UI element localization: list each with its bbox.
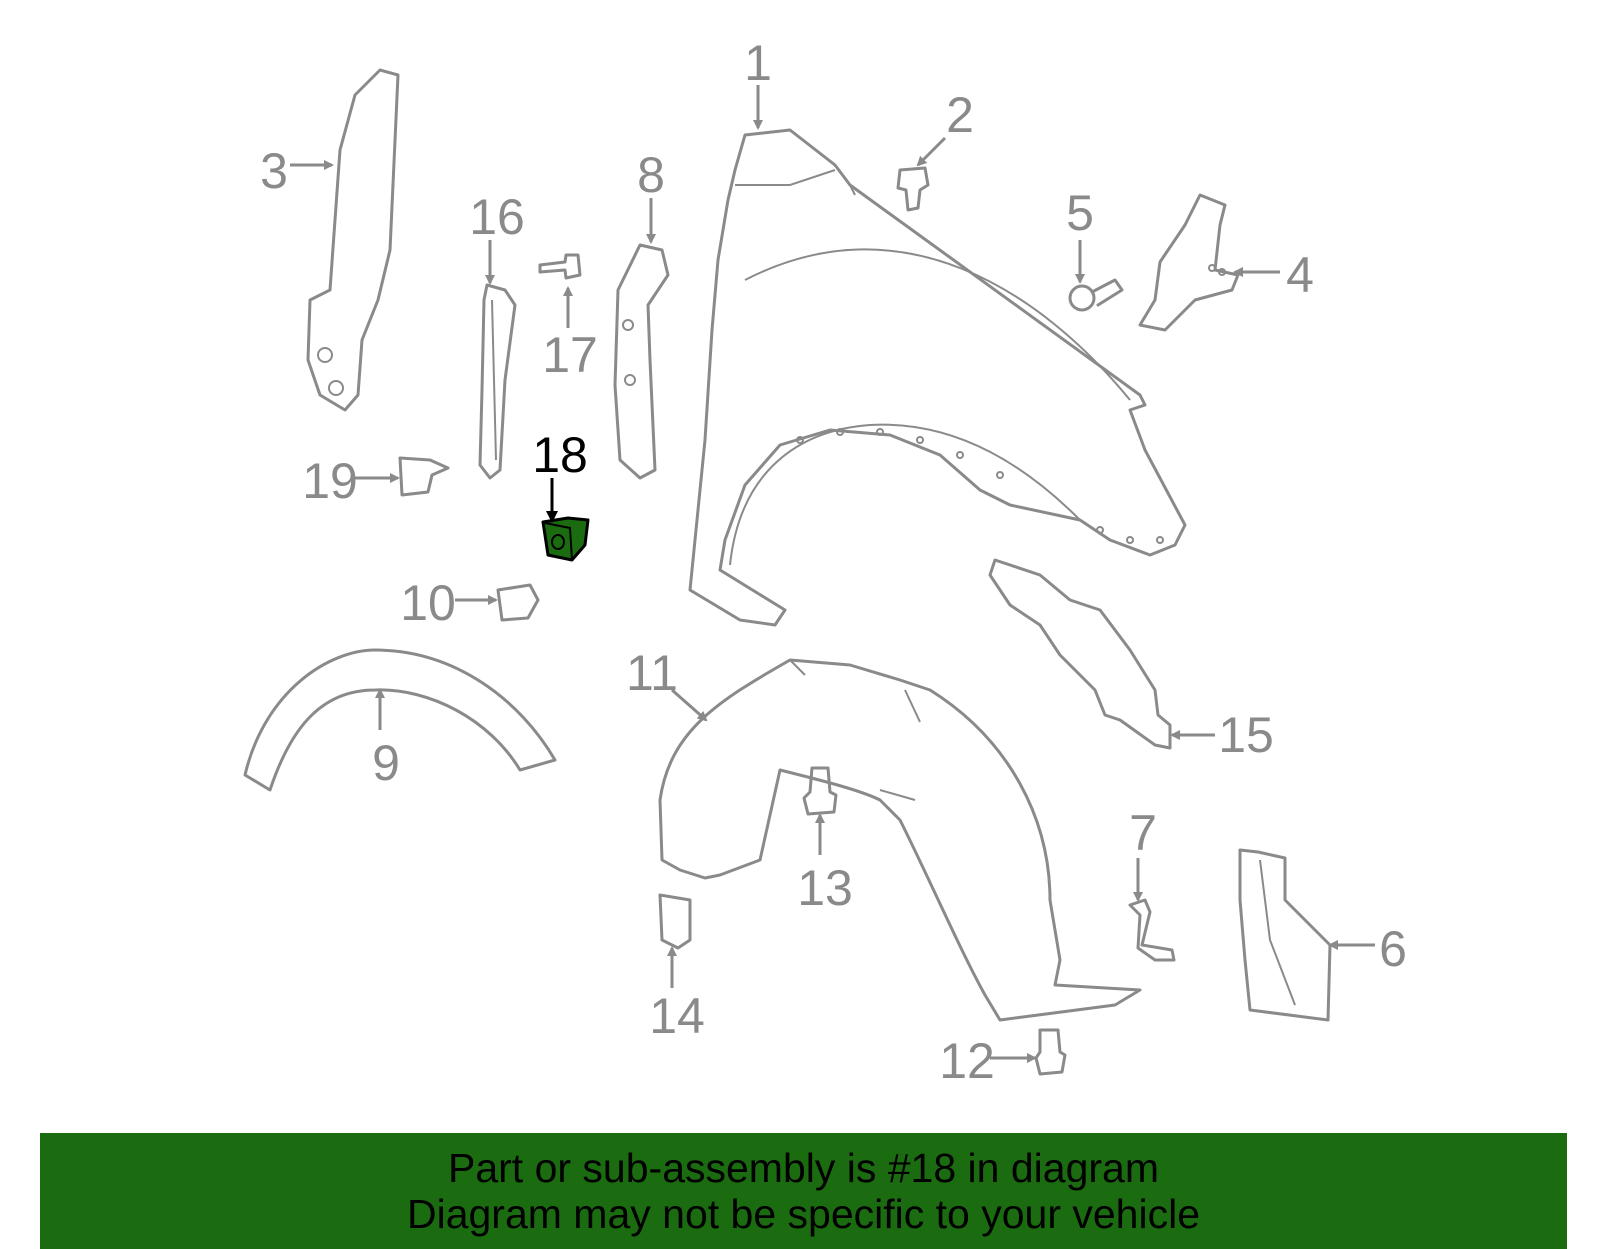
part-10-clip <box>496 583 540 622</box>
part-14-clipnut <box>658 893 692 950</box>
parts-diagram: 1 2 3 4 5 6 7 8 9 10 11 12 13 14 15 16 1… <box>243 35 1407 1089</box>
part-5-bolt <box>1068 278 1124 312</box>
part-19-clip <box>398 456 450 497</box>
callout-5: 5 <box>1066 185 1094 241</box>
callout-8: 8 <box>637 147 665 203</box>
part-7-clip <box>1128 898 1176 962</box>
callout-15: 15 <box>1218 707 1274 763</box>
callout-1: 1 <box>744 35 772 91</box>
part-12-bolt <box>1034 1028 1067 1076</box>
callout-14: 14 <box>649 988 705 1044</box>
part-4-bracket <box>1138 193 1240 332</box>
part-1-fender <box>688 128 1187 627</box>
callout-13: 13 <box>797 860 853 916</box>
part-8-reinforcement <box>613 243 670 480</box>
part-13-stud <box>802 766 838 816</box>
part-11-liner <box>658 658 1142 1022</box>
leader-arrows <box>290 85 1375 1063</box>
callout-12: 12 <box>939 1033 995 1089</box>
callout-7: 7 <box>1129 805 1157 861</box>
callout-16: 16 <box>469 189 525 245</box>
callout-2: 2 <box>946 87 974 143</box>
callout-4: 4 <box>1286 247 1314 303</box>
callout-3: 3 <box>260 143 288 199</box>
part-9-molding <box>243 648 557 792</box>
part-2-bolt <box>896 166 930 212</box>
callout-10: 10 <box>400 575 456 631</box>
callout-17: 17 <box>542 327 598 383</box>
part-6-bracket <box>1238 848 1332 1022</box>
callout-11: 11 <box>626 645 678 701</box>
callout-6: 6 <box>1379 921 1407 977</box>
callout-19: 19 <box>302 453 358 509</box>
banner-line-2: Diagram may not be specific to your vehi… <box>406 1191 1200 1237</box>
info-banner: Part or sub-assembly is #18 in diagram D… <box>40 1133 1567 1249</box>
callout-18: 18 <box>532 427 588 483</box>
callout-9: 9 <box>372 735 400 791</box>
part-16-seal <box>478 283 517 480</box>
part-15-insulator <box>988 558 1172 750</box>
part-3-shield <box>306 68 400 412</box>
banner-line-1: Part or sub-assembly is #18 in diagram <box>448 1145 1159 1191</box>
part-17-bolt <box>538 253 582 280</box>
part-18-highlighted <box>541 516 590 562</box>
